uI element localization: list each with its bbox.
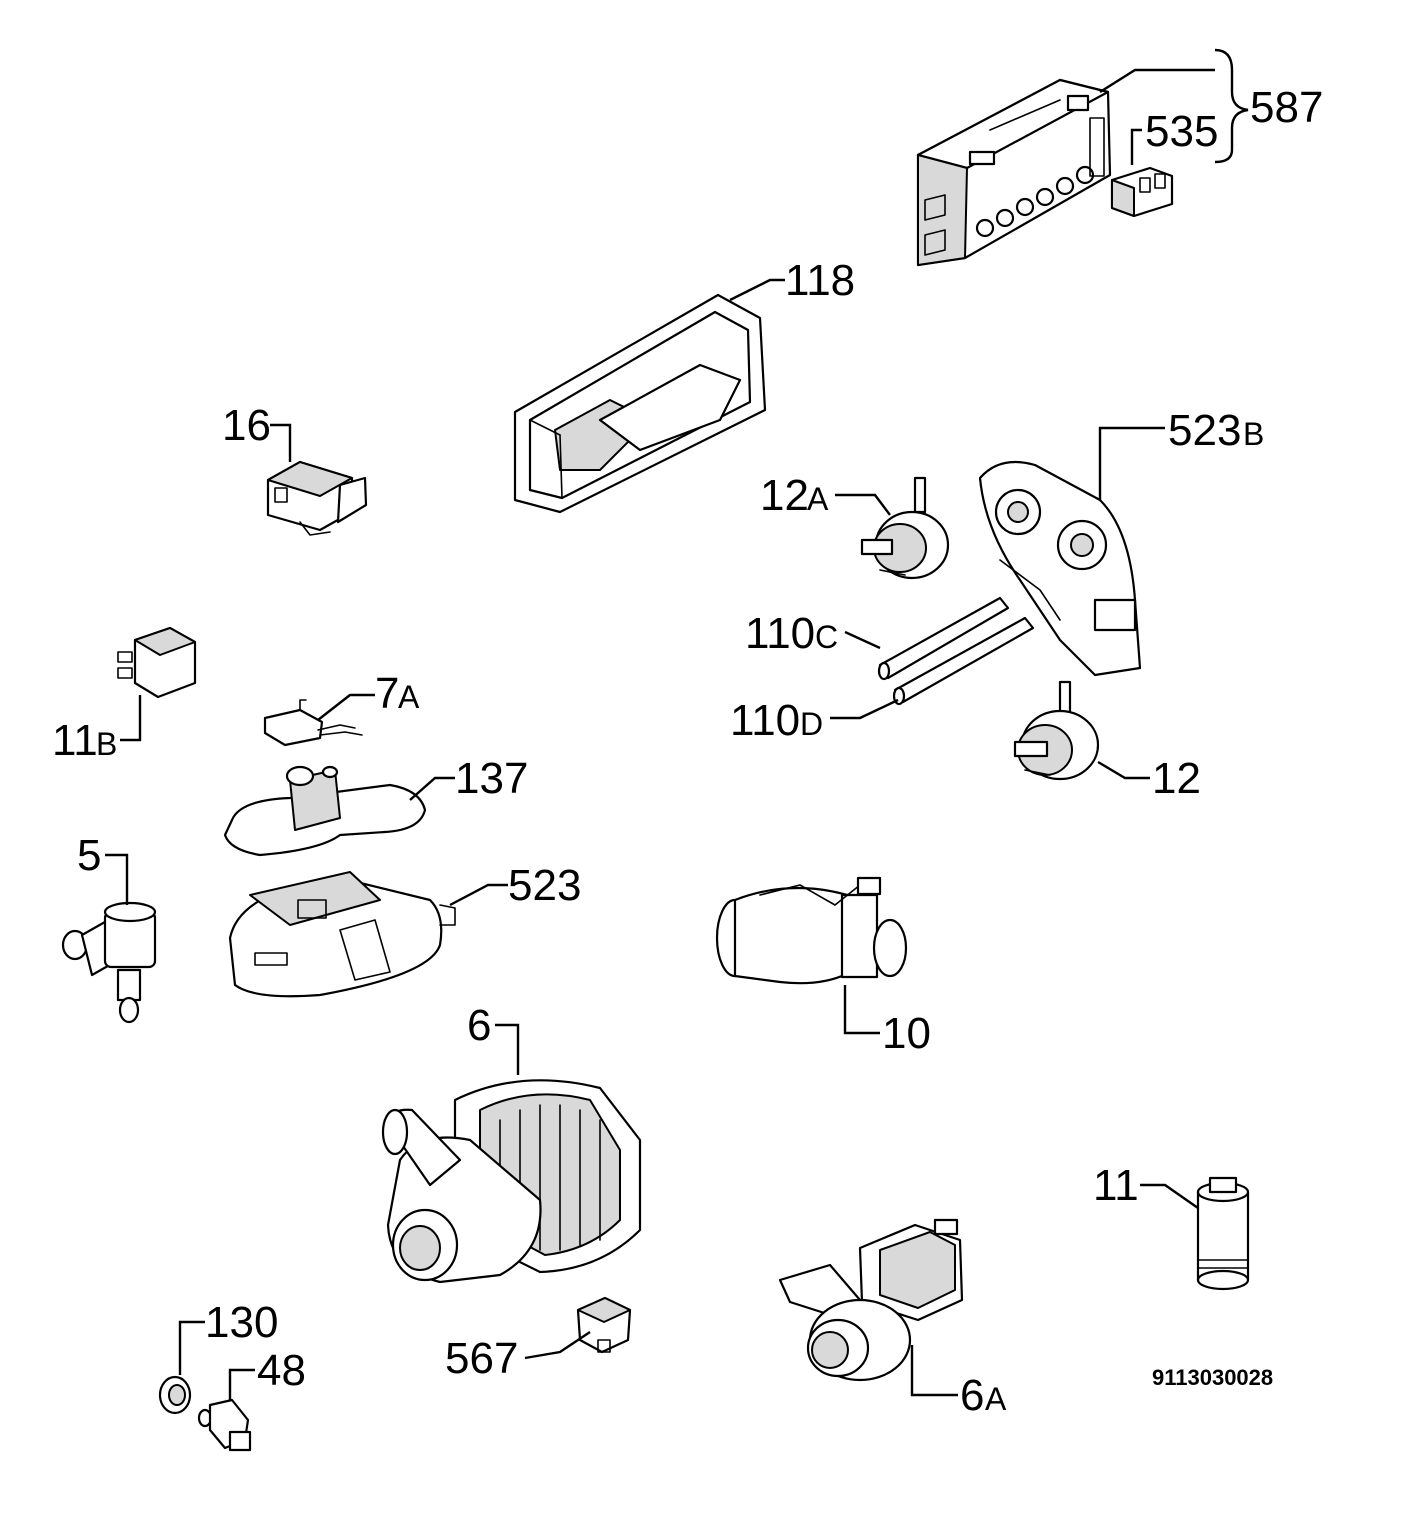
label-118: 118 [785, 256, 855, 305]
part-523-base-tray [228, 871, 456, 998]
label-11: 11 [1093, 1161, 1139, 1210]
leader-6a [910, 1345, 958, 1397]
label-523b-num: 523 [1168, 406, 1241, 455]
leader-12 [1097, 760, 1150, 780]
leader-118 [729, 278, 785, 302]
label-523: 523 [508, 861, 581, 910]
leader-7a [317, 693, 375, 721]
part-10-heater [715, 876, 908, 985]
part-11b-relay [117, 626, 197, 699]
part-6-circulation-pump [381, 1079, 642, 1284]
part-11-capacitor [1196, 1176, 1250, 1291]
leader-11b [120, 695, 142, 742]
part-12-pressure-switch [1013, 680, 1100, 781]
part-567-clip [576, 1296, 632, 1354]
label-12a-suffix: A [807, 481, 829, 517]
label-7a-num: 7 [375, 669, 399, 718]
leader-11 [1140, 1183, 1199, 1209]
leader-535 [1130, 128, 1142, 165]
leader-523b [1098, 426, 1165, 500]
part-130-seal-ring [158, 1375, 192, 1415]
part-5-inlet-valve [61, 901, 157, 1024]
leader-6 [495, 1023, 520, 1075]
label-12: 12 [1152, 754, 1201, 803]
label-535: 535 [1145, 107, 1218, 156]
label-110c-suffix: C [815, 619, 838, 655]
part-587-control-board [916, 78, 1112, 267]
label-110c-num: 110 [745, 609, 815, 658]
leader-5 [105, 853, 129, 905]
bracket-587 [1214, 48, 1249, 164]
label-16: 16 [222, 401, 271, 450]
part-110c-hose [877, 596, 1010, 681]
label-7a-suffix: A [398, 679, 420, 715]
leader-587 [1099, 68, 1215, 94]
leader-110d [830, 698, 899, 720]
part-6a-drain-pump [778, 1218, 964, 1382]
label-10: 10 [882, 1009, 931, 1058]
label-11b-suffix: B [96, 726, 117, 762]
label-5: 5 [77, 831, 101, 880]
part-118-dispenser [513, 293, 767, 514]
leader-10 [843, 985, 880, 1035]
label-48: 48 [257, 1346, 306, 1395]
label-567: 567 [445, 1334, 518, 1383]
label-587: 587 [1250, 83, 1323, 132]
label-6: 6 [467, 1001, 491, 1050]
leader-567 [524, 1331, 591, 1360]
leader-523 [449, 883, 508, 907]
label-6a-num: 6 [960, 1371, 984, 1420]
label-12a-num: 12 [760, 471, 809, 520]
part-535-connector [1110, 166, 1174, 218]
part-523b-sensor-plate [978, 460, 1142, 677]
leader-12a [835, 493, 891, 516]
part-16-switch [266, 460, 368, 536]
label-137: 137 [455, 754, 528, 803]
label-6a-suffix: A [985, 1381, 1007, 1417]
leader-110c [844, 630, 881, 650]
label-130: 130 [205, 1298, 278, 1347]
leader-16 [270, 423, 292, 462]
leader-48 [228, 1368, 255, 1400]
part-12a-pressure-switch [860, 476, 950, 580]
leader-137 [409, 776, 455, 801]
part-7a-micro-switch [263, 699, 363, 747]
label-110d-suffix: D [800, 706, 823, 742]
label-11b-num: 11 [52, 716, 98, 765]
part-110d-hose [892, 616, 1035, 706]
leader-130 [178, 1320, 205, 1375]
part-48-plug [197, 1398, 252, 1452]
label-110d-num: 110 [730, 696, 800, 745]
label-523b-suffix: B [1243, 416, 1264, 452]
document-id: 9113030028 [1152, 1365, 1273, 1390]
part-137-cover [223, 765, 427, 857]
